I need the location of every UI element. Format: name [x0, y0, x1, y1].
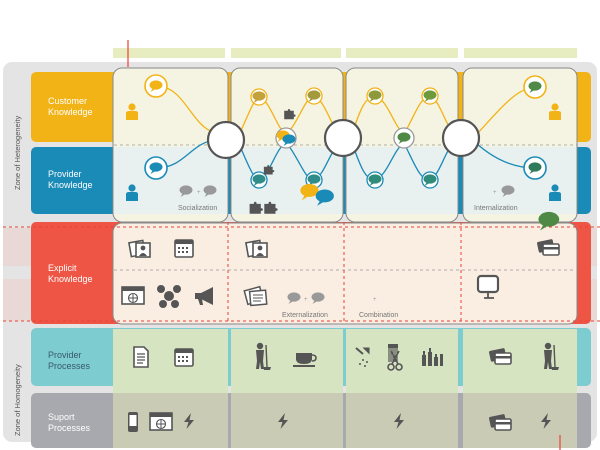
svg-text:+: + — [493, 190, 497, 196]
provider-label-line-1: Provider — [48, 169, 82, 179]
provider-processes-label: Provider Processes — [48, 350, 90, 372]
calendar-icon — [174, 348, 194, 367]
customer-label-line-2: Knowledge — [48, 107, 93, 117]
phone-icon — [128, 412, 138, 432]
comb-icon — [387, 343, 399, 363]
svg-text:+: + — [304, 297, 308, 303]
transition-circles — [206, 118, 560, 231]
screen-icon — [263, 165, 500, 299]
provider-processes-line-1: Provider — [48, 350, 82, 360]
svg-text:+: + — [197, 190, 201, 196]
socialization-caption: Socialization — [178, 205, 218, 212]
customer-knowledge-label: Customer Knowledge — [48, 96, 93, 118]
externalization-caption: Externalization — [282, 312, 328, 319]
provider-processes-line-2: Processes — [48, 361, 91, 371]
explicit-label-line-2: Knowledge — [48, 274, 93, 284]
combination-caption: Combination — [359, 312, 399, 319]
document-icon — [133, 346, 149, 368]
photos-icon — [245, 239, 268, 258]
support-processes-line-1: Suport — [48, 412, 75, 422]
support-processes-label: Suport Processes — [48, 412, 90, 434]
calendar-icon — [174, 239, 194, 258]
explicit-label-line-1: Explicit — [48, 263, 77, 273]
photos-icon — [128, 239, 151, 258]
browser-icon — [121, 286, 145, 305]
browser-icon — [149, 412, 173, 431]
support-processes-line-2: Processes — [48, 423, 91, 433]
provider-knowledge-label: Provider Knowledge — [48, 169, 93, 191]
svg-text:+: + — [373, 297, 377, 303]
explicit-knowledge-label: Explicit Knowledge — [48, 263, 93, 285]
zone-heterogeneity-label: Zone of Heterogeneity — [13, 115, 22, 190]
provider-label-line-2: Knowledge — [48, 180, 93, 190]
customer-label-line-1: Customer — [48, 96, 88, 106]
zone-homogeneity-label: Zone of Homogeneity — [13, 364, 22, 436]
internalization-caption: Internalization — [474, 205, 518, 212]
chat-nodes — [144, 74, 547, 189]
